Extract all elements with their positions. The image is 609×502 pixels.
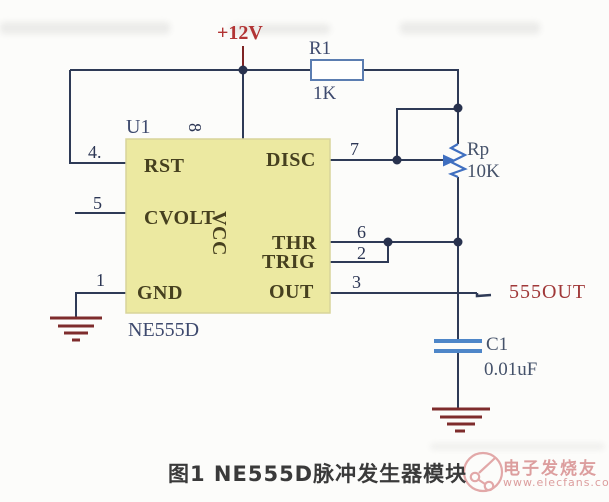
wire-reset-rail — [69, 70, 127, 164]
pin-number-8: 8 — [185, 123, 205, 132]
pin-number-1: 1 — [96, 270, 105, 290]
elecfans-logo-icon — [462, 451, 504, 493]
pin-name-disc: DISC — [266, 149, 316, 171]
watermark-site-url: www.elecfans.com — [503, 476, 609, 489]
pin-number-5: 5 — [93, 193, 102, 213]
pin-number-6: 6 — [357, 222, 366, 242]
scan-artifact — [0, 22, 170, 34]
rp-refdes: Rp — [467, 139, 490, 160]
rp-value: 10K — [467, 161, 500, 182]
out-connector-hook — [475, 293, 492, 298]
pin-name-thr: THR — [272, 232, 317, 254]
pin-name-cvolt: CVOLT — [144, 207, 216, 229]
pin-name-out: OUT — [269, 281, 314, 303]
pin-name-gnd: GND — [137, 282, 183, 304]
pin-number-2: 2 — [357, 243, 366, 263]
ground-symbol-left — [50, 316, 102, 342]
junction-dot — [392, 155, 402, 165]
ic-part-number: NE555D — [128, 319, 200, 341]
capacitor-c1-symbol — [434, 339, 482, 353]
pin-number-3: 3 — [352, 272, 361, 292]
net-label-555out: 555OUT — [509, 281, 587, 303]
pin-name-vcc: VCC — [207, 211, 230, 256]
junction-dots — [238, 65, 463, 247]
pin-number-4: 4. — [88, 142, 102, 162]
r1-refdes: R1 — [309, 38, 332, 59]
pin-number-7: 7 — [350, 139, 359, 159]
scan-artifact — [400, 22, 540, 34]
ic-refdes: U1 — [126, 116, 151, 138]
r1-value: 1K — [313, 83, 337, 104]
junction-dot — [453, 237, 463, 247]
resistor-r1-symbol — [310, 59, 364, 81]
c1-value: 0.01uF — [484, 359, 538, 380]
scan-artifact — [230, 24, 330, 34]
watermark-site-name: 电子发烧友 — [503, 459, 598, 479]
potentiometer-rp-symbol — [443, 143, 468, 179]
wire-disc-loop — [396, 108, 458, 160]
power-label: +12V — [217, 22, 263, 44]
figure-caption: 图1 NE555D脉冲发生器模块 — [168, 462, 468, 486]
junction-dot — [383, 237, 393, 247]
wire-trig — [330, 242, 389, 263]
ground-symbol-bottom — [432, 407, 490, 433]
junction-dot — [238, 65, 248, 75]
wire-gnd-pin — [75, 292, 127, 317]
rp-wiper-arrow-icon — [443, 154, 456, 167]
junction-dot — [453, 103, 463, 113]
pin-name-rst: RST — [144, 155, 185, 177]
pin-name-trig: TRIG — [262, 251, 316, 273]
scan-artifact — [430, 443, 605, 450]
c1-refdes: C1 — [486, 334, 509, 355]
wires — [69, 69, 492, 408]
wire-r1-to-rp — [363, 69, 459, 108]
ic-body-ne555d — [125, 138, 331, 314]
